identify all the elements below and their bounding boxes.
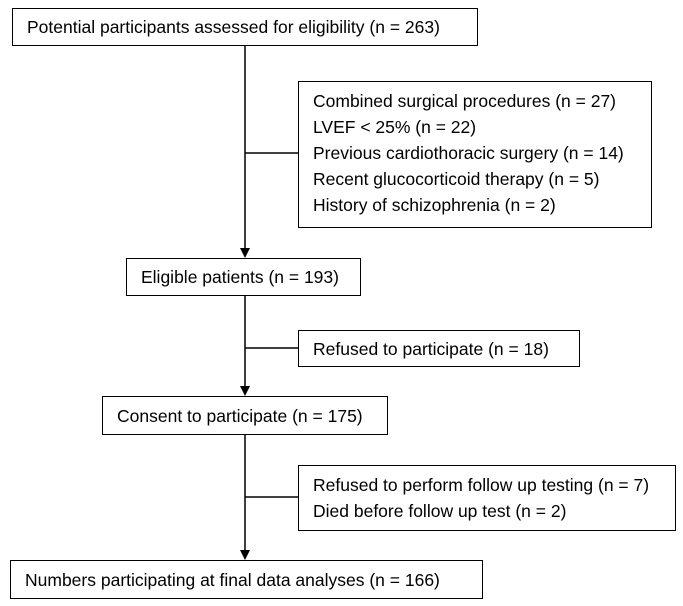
refused-participate-box: Refused to participate (n = 18) [298,330,580,367]
followup-loss-item: Died before follow up test (n = 2) [313,501,567,521]
assessed-label: Potential participants assessed for elig… [27,17,440,37]
followup-loss-item: Refused to perform follow up testing (n … [313,475,650,495]
exclusion-item: History of schizophrenia (n = 2) [313,195,556,215]
consent-box: Consent to participate (n = 175) [102,396,388,435]
exclusion-item: Previous cardiothoracic surgery (n = 14) [313,143,624,163]
final-label: Numbers participating at final data anal… [25,569,440,590]
eligible-box: Eligible patients (n = 193) [126,258,361,296]
followup-losses-box: Refused to perform follow up testing (n … [298,465,676,531]
assessed-box: Potential participants assessed for elig… [12,8,478,46]
exclusions-box: Combined surgical procedures (n = 27) LV… [298,81,652,228]
consent-label: Consent to participate (n = 175) [117,405,363,426]
final-box: Numbers participating at final data anal… [10,560,483,599]
exclusion-item: Recent glucocorticoid therapy (n = 5) [313,169,600,189]
exclusion-item: Combined surgical procedures (n = 27) [313,91,617,111]
eligible-label: Eligible patients (n = 193) [141,267,339,287]
exclusion-item: LVEF < 25% (n = 22) [313,117,477,137]
refused-participate-label: Refused to participate (n = 18) [313,338,549,359]
